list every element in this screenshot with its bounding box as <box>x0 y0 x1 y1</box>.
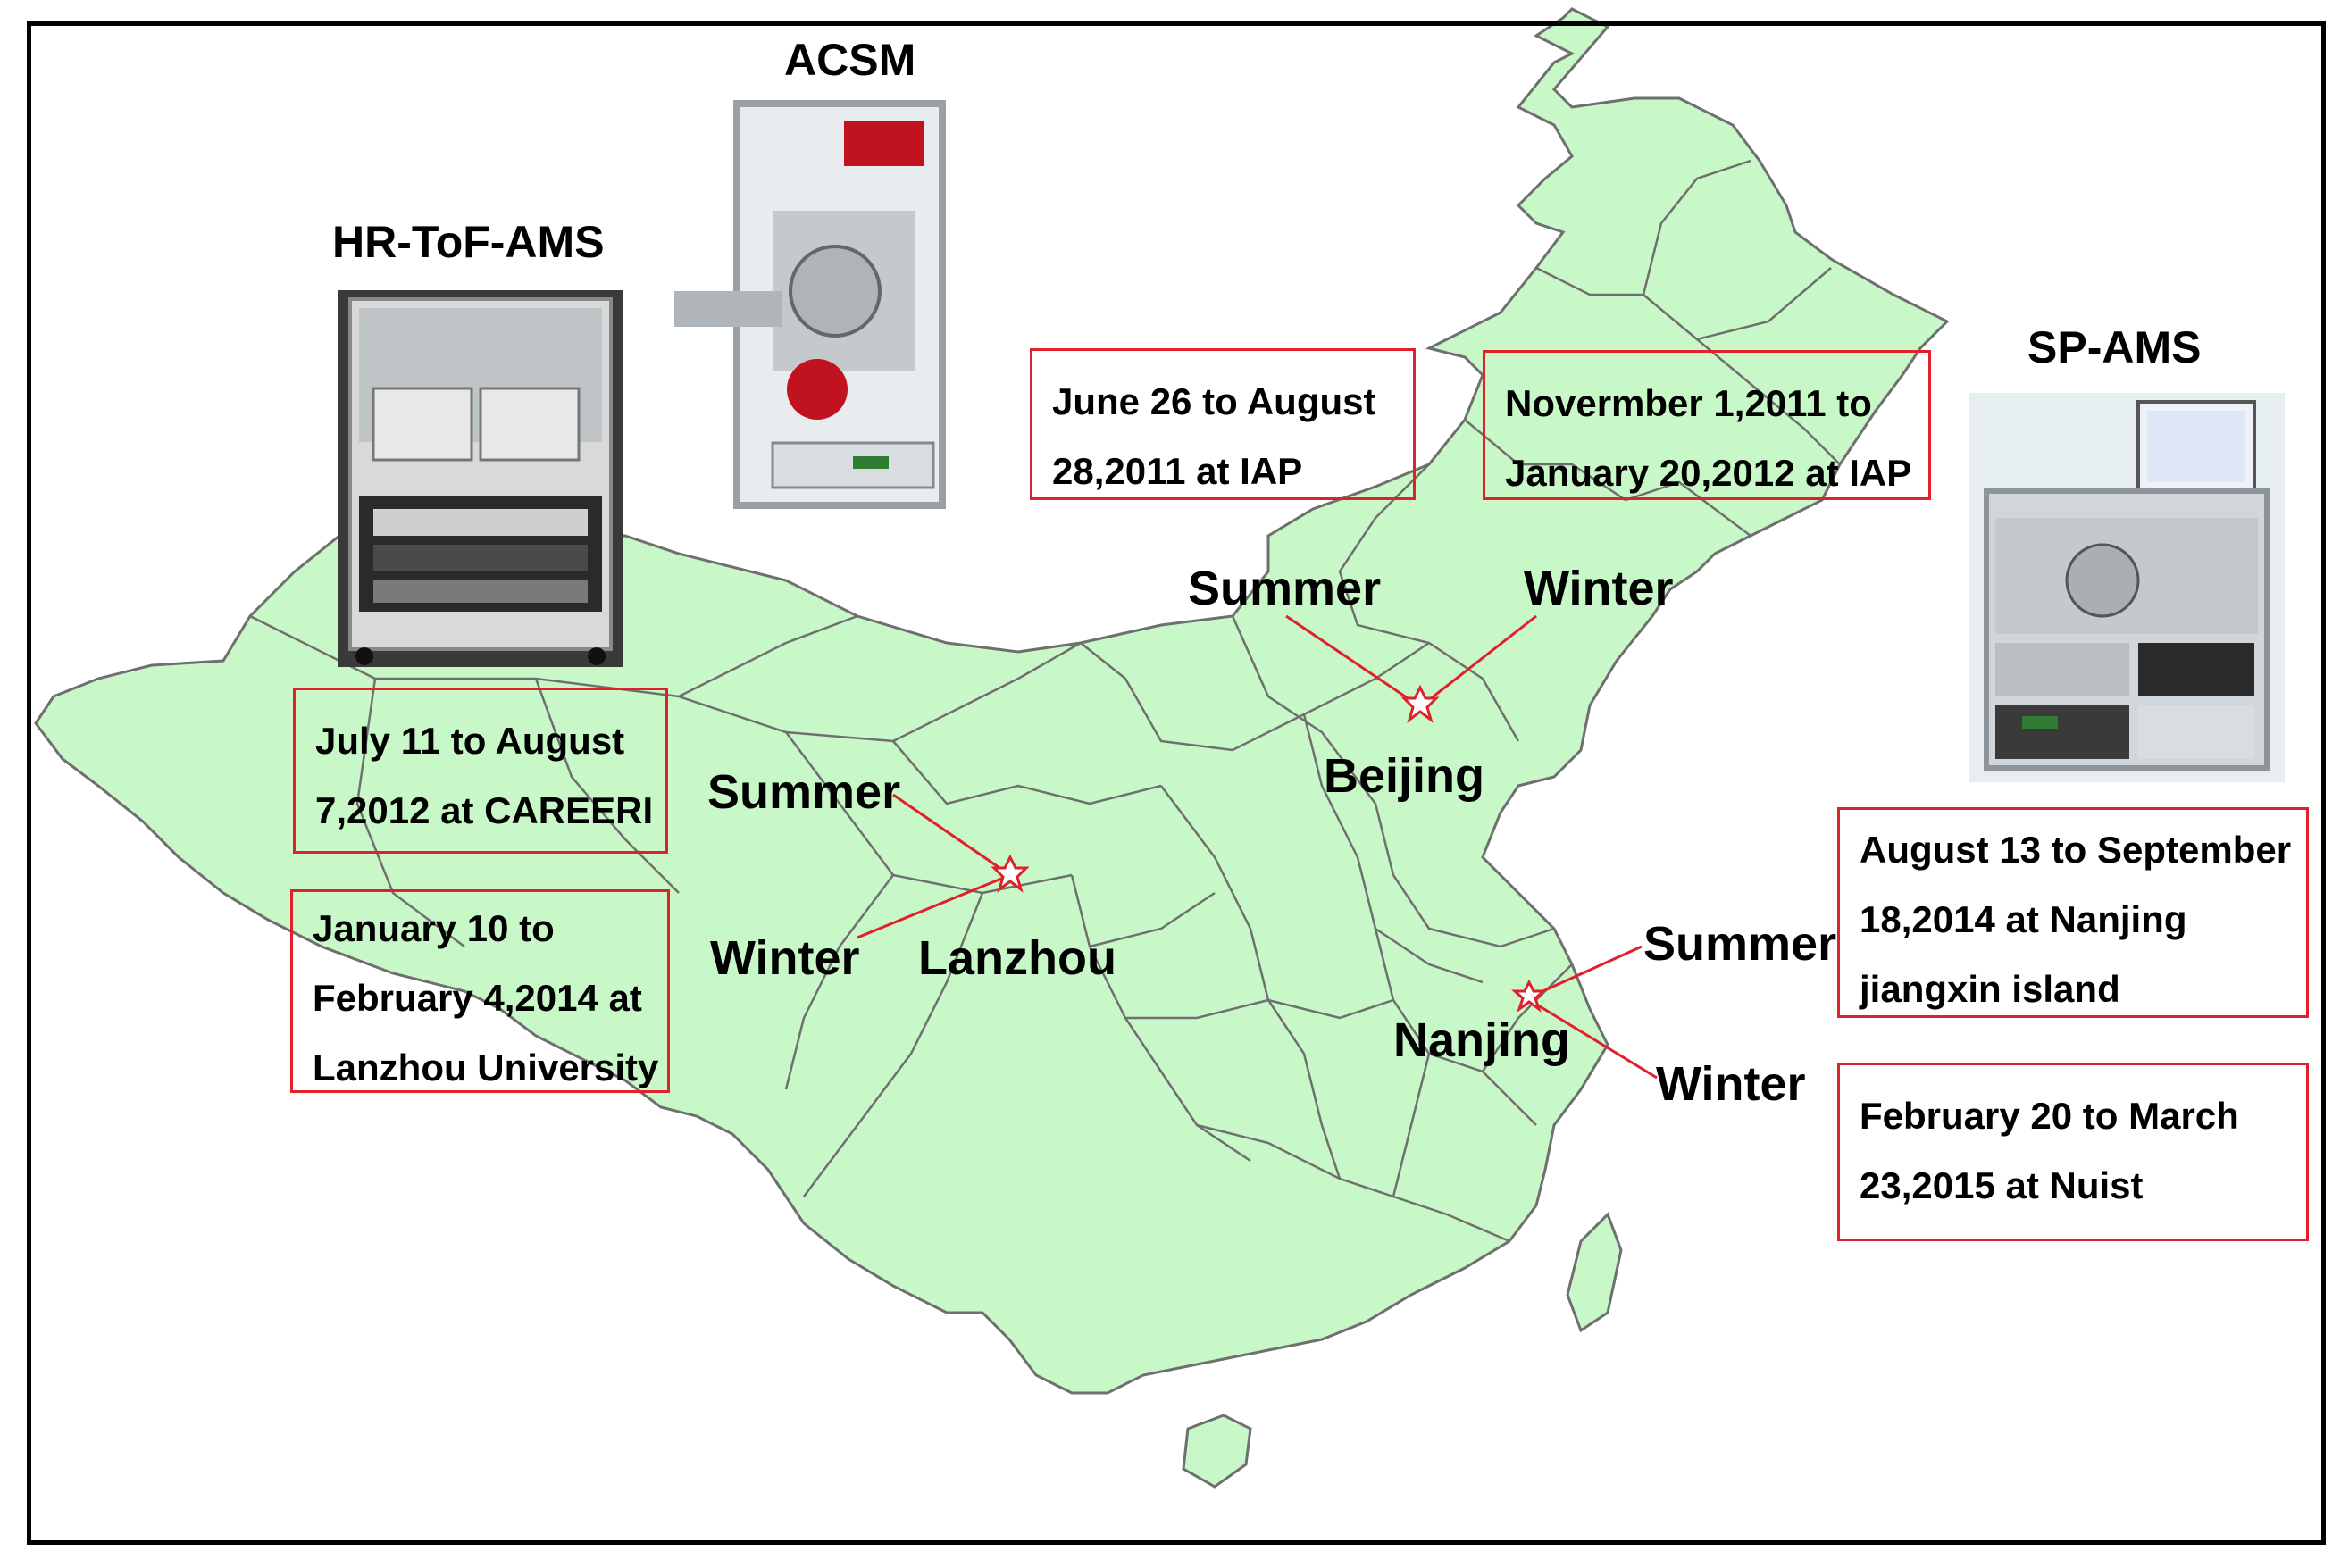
nanjing-winter-label: Winter <box>1656 1057 1806 1111</box>
campaign-line: jiangxin island <box>1860 968 2120 1010</box>
leader-lanzhou-summer <box>892 793 1008 875</box>
star-icon <box>991 854 1030 893</box>
acsm-photo <box>665 86 1023 523</box>
campaign-line: Lanzhou University <box>313 1047 659 1088</box>
star-icon <box>1511 979 1547 1013</box>
lanzhou-winter-label: Winter <box>710 931 860 985</box>
campaign-lanzhou-summer: July 11 to August 7,2012 at CAREERI <box>293 688 668 854</box>
lanzhou-summer-label: Summer <box>707 765 901 819</box>
mainland-outline <box>34 7 1950 1395</box>
campaign-beijing-summer: June 26 to August 28,2011 at IAP <box>1030 348 1416 500</box>
campaign-line: June 26 to August <box>1052 380 1376 422</box>
sp-ams-photo <box>1969 393 2285 782</box>
campaign-line: August 13 to September <box>1860 829 2292 871</box>
campaign-line: January 20,2012 at IAP <box>1505 452 1912 494</box>
campaign-line: January 10 to <box>313 907 555 949</box>
campaign-line: 23,2015 at Nuist <box>1860 1164 2144 1206</box>
nanjing-summer-label: Summer <box>1643 917 1837 971</box>
campaign-line: 7,2012 at CAREERI <box>315 789 654 831</box>
lanzhou-label: Lanzhou <box>918 931 1116 985</box>
beijing-summer-label: Summer <box>1188 562 1382 615</box>
leader-beijing-winter <box>1421 614 1537 707</box>
star-icon <box>1400 684 1440 723</box>
leader-beijing-summer <box>1285 614 1419 707</box>
nanjing-label: Nanjing <box>1393 1013 1570 1067</box>
hr-tof-ams-label: HR-ToF-AMS <box>332 217 605 267</box>
beijing-winter-label: Winter <box>1524 562 1674 615</box>
acsm-label: ACSM <box>784 35 916 85</box>
campaign-nanjing-summer: August 13 to September 18,2014 at Nanjin… <box>1837 807 2309 1018</box>
sp-ams-label: SP-AMS <box>2027 322 2202 372</box>
beijing-label: Beijing <box>1324 749 1485 803</box>
hr-tof-ams-photo <box>338 290 623 667</box>
figure-frame <box>27 21 2326 1545</box>
province-borders <box>249 159 1841 1243</box>
hainan-island <box>1182 1414 1252 1489</box>
china-landmass <box>34 7 1950 1489</box>
taiwan-island <box>1566 1212 1623 1333</box>
campaign-line: Novermber 1,2011 to <box>1505 382 1872 424</box>
campaign-line: February 20 to March <box>1860 1095 2239 1137</box>
leader-nanjing-summer <box>1528 945 1643 999</box>
campaign-beijing-winter: Novermber 1,2011 to January 20,2012 at I… <box>1483 350 1931 500</box>
campaign-lanzhou-winter: January 10 to February 4,2014 at Lanzhou… <box>290 889 670 1093</box>
campaign-line: February 4,2014 at <box>313 977 642 1019</box>
campaign-line: 28,2011 at IAP <box>1052 450 1303 492</box>
leader-nanjing-winter <box>1530 999 1658 1080</box>
campaign-line: July 11 to August <box>315 720 625 762</box>
leader-lanzhou-winter <box>857 875 1007 939</box>
campaign-nanjing-winter: February 20 to March 23,2015 at Nuist <box>1837 1063 2309 1241</box>
campaign-line: 18,2014 at Nanjing <box>1860 898 2187 940</box>
